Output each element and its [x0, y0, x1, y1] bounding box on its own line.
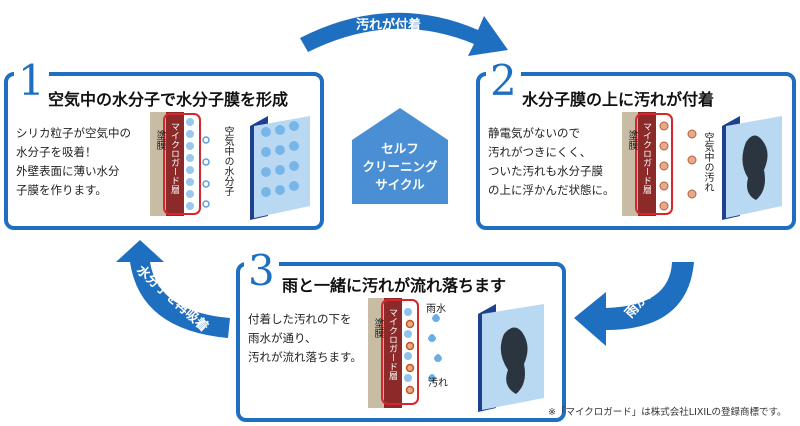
step-desc-3: 付着した汚れの下を 雨水が通り、 汚れが流れ落ちます。: [248, 310, 362, 367]
desc-line: 静電気がないので: [488, 126, 580, 140]
layer-guard-label-2: マイクロガード層: [641, 122, 651, 194]
dirt-label: 汚れ: [428, 378, 448, 389]
step-number-2: 2: [486, 60, 521, 102]
layer-guard-label-3: マイクロガード層: [387, 308, 397, 380]
side-label-1: 空気中の水分子: [222, 126, 233, 196]
step-title-1: 空気中の水分子で水分子膜を形成: [48, 90, 289, 109]
layer-illustration-1: [150, 112, 310, 220]
layer-paint-label-1: 塗膜: [154, 130, 165, 150]
desc-line: 汚れがつきにくく、: [488, 145, 592, 159]
step-number-1: 1: [14, 60, 49, 102]
desc-line: 雨水が通り、: [248, 331, 317, 345]
cycle-line-1: セルフ: [381, 141, 419, 156]
desc-line: 汚れが流れ落ちます。: [248, 350, 362, 364]
side-label-2: 空気中の汚れ: [702, 132, 713, 192]
rain-label: 雨水: [426, 304, 446, 315]
step-title-3: 雨と一緒に汚れが流れ落ちます: [282, 276, 507, 295]
step-number-3: 3: [244, 250, 279, 292]
trademark-footnote: ※「マイクロガード」は株式会社LIXILの登録商標です。: [548, 407, 787, 418]
cycle-line-3: サイクル: [375, 177, 425, 192]
desc-line: ついた汚れも水分子膜: [488, 164, 603, 178]
cycle-badge: [352, 108, 448, 204]
desc-line: 子膜を作ります。: [16, 183, 107, 197]
layer-illustration-2: [622, 112, 782, 220]
desc-line: シリカ粒子が空気中の: [16, 126, 131, 140]
step-desc-2: 静電気がないので 汚れがつきにくく、 ついた汚れも水分子膜 の上に浮かんだ状態に…: [488, 124, 615, 200]
desc-line: 外壁表面に薄い水分: [16, 164, 120, 178]
cycle-badge-text: セルフ クリーニング サイクル: [352, 140, 448, 194]
desc-line: の上に浮かんだ状態に。: [488, 183, 615, 197]
desc-line: 付着した汚れの下を: [248, 312, 352, 326]
layer-paint-label-3: 塗膜: [372, 318, 383, 338]
flow-label-top: 汚れが付着: [356, 18, 422, 33]
step-title-2: 水分子膜の上に汚れが付着: [522, 90, 715, 109]
cycle-line-2: クリーニング: [362, 159, 438, 174]
layer-guard-label-1: マイクロガード層: [169, 122, 179, 194]
step-desc-1: シリカ粒子が空気中の 水分子を吸着！ 外壁表面に薄い水分 子膜を作ります。: [16, 124, 131, 200]
layer-illustration-3: [368, 298, 544, 412]
desc-line: 水分子を吸着！: [16, 145, 97, 159]
layer-paint-label-2: 塗膜: [626, 130, 637, 150]
